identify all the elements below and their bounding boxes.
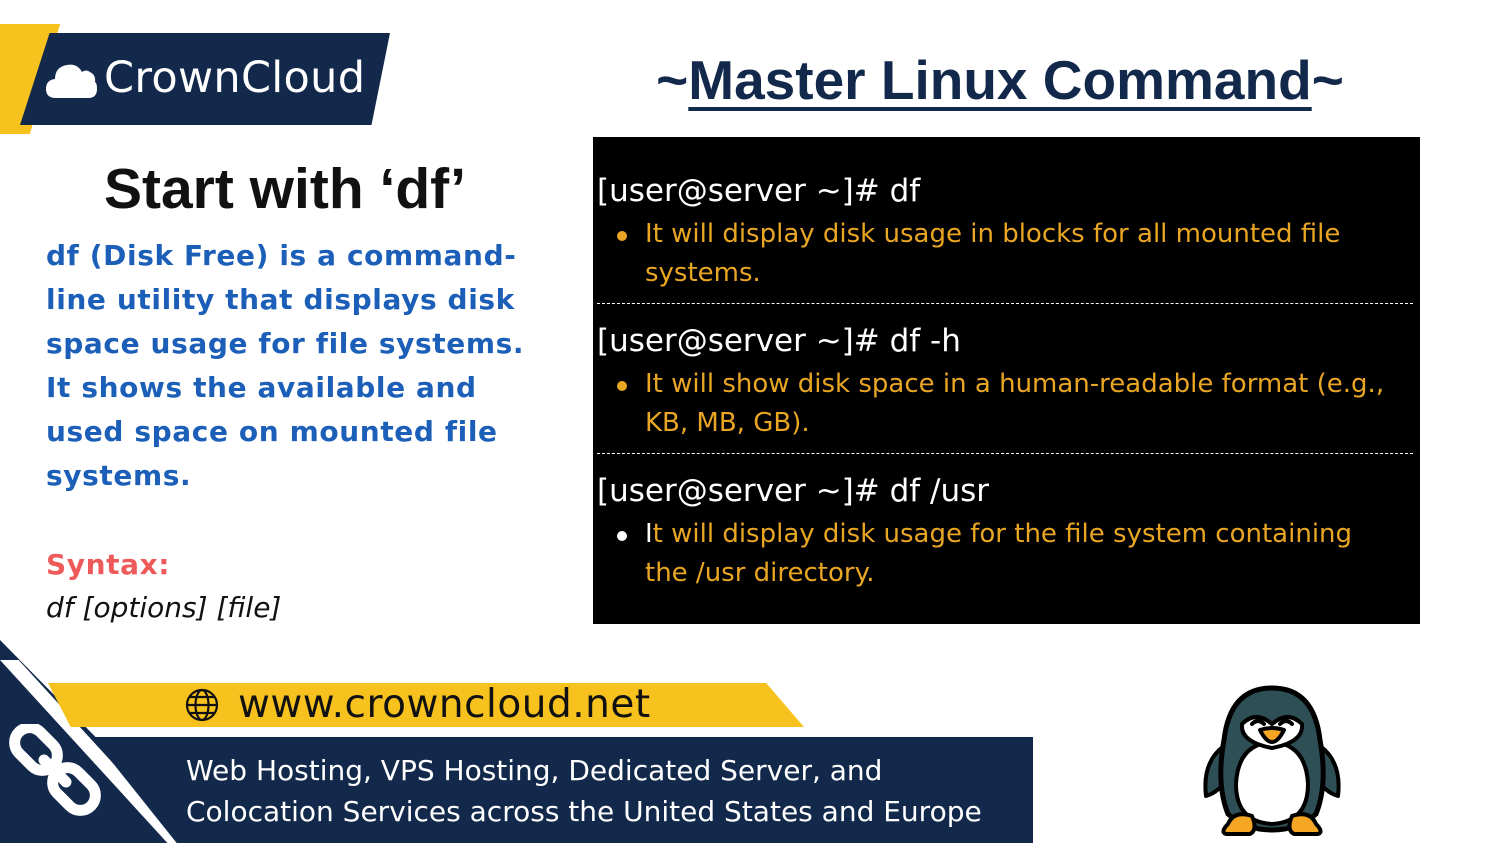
title-suffix: ~ (1311, 49, 1344, 111)
description-line: It shows the available and (46, 371, 477, 404)
bullet-line: It will show disk space in a human-reada… (645, 369, 1385, 399)
terminal-panel: [user@server ~]# df It will display disk… (593, 137, 1420, 624)
description-line: systems. (46, 459, 192, 492)
url-banner (48, 683, 804, 727)
cloud-icon (46, 64, 97, 98)
bullet-dot-icon (617, 531, 627, 541)
description-line: df (Disk Free) is a command- (46, 239, 517, 272)
bullet-line: It will display disk usage in blocks for… (645, 219, 1341, 249)
bullet-line: systems. (645, 258, 761, 288)
bullet-dot-icon (617, 231, 627, 241)
bullet-line-rest: t will display disk usage for the file s… (652, 519, 1353, 549)
dashed-divider (597, 303, 1413, 304)
terminal-command: [user@server ~]# df (597, 173, 921, 209)
syntax-text: df [options] [file] (46, 591, 282, 624)
brand-name: CrownCloud (104, 53, 366, 103)
bullet-first-char: I (645, 519, 653, 549)
description-line: space usage for file systems. (46, 327, 525, 360)
description-line: used space on mounted file (46, 415, 498, 448)
description-line: line utility that displays disk (46, 283, 515, 316)
terminal-bullet: It will display disk usage in blocks for… (617, 215, 1420, 293)
page-title: ~Master Linux Command~ (610, 44, 1390, 116)
description: df (Disk Free) is a command- line utilit… (46, 234, 546, 498)
tagline-line: Web Hosting, VPS Hosting, Dedicated Serv… (186, 754, 883, 787)
syntax-label: Syntax: (46, 548, 171, 581)
terminal-bullet: It will display disk usage for the file … (617, 515, 1420, 593)
terminal-command: [user@server ~]# df /usr (597, 473, 990, 509)
title-prefix: ~ (656, 49, 689, 111)
tagline-banner (92, 737, 1033, 843)
bullet-line: KB, MB, GB). (645, 408, 810, 438)
terminal-bullet: It will show disk space in a human-reada… (617, 365, 1420, 443)
section-heading: Start with ‘df’ (103, 157, 466, 221)
bullet-line: It will display disk usage for the file … (645, 515, 1420, 554)
tagline-line: Colocation Services across the United St… (186, 795, 982, 828)
dashed-divider (597, 453, 1413, 454)
title-text: Master Linux Command (688, 49, 1312, 111)
bullet-dot-icon (617, 381, 627, 391)
chain-link-icon (9, 724, 101, 816)
website-link[interactable]: www.crowncloud.net (238, 682, 651, 727)
terminal-command: [user@server ~]# df -h (597, 323, 961, 359)
penguin-icon (1203, 685, 1341, 836)
globe-icon (185, 688, 219, 722)
bullet-line: the /usr directory. (645, 558, 875, 588)
